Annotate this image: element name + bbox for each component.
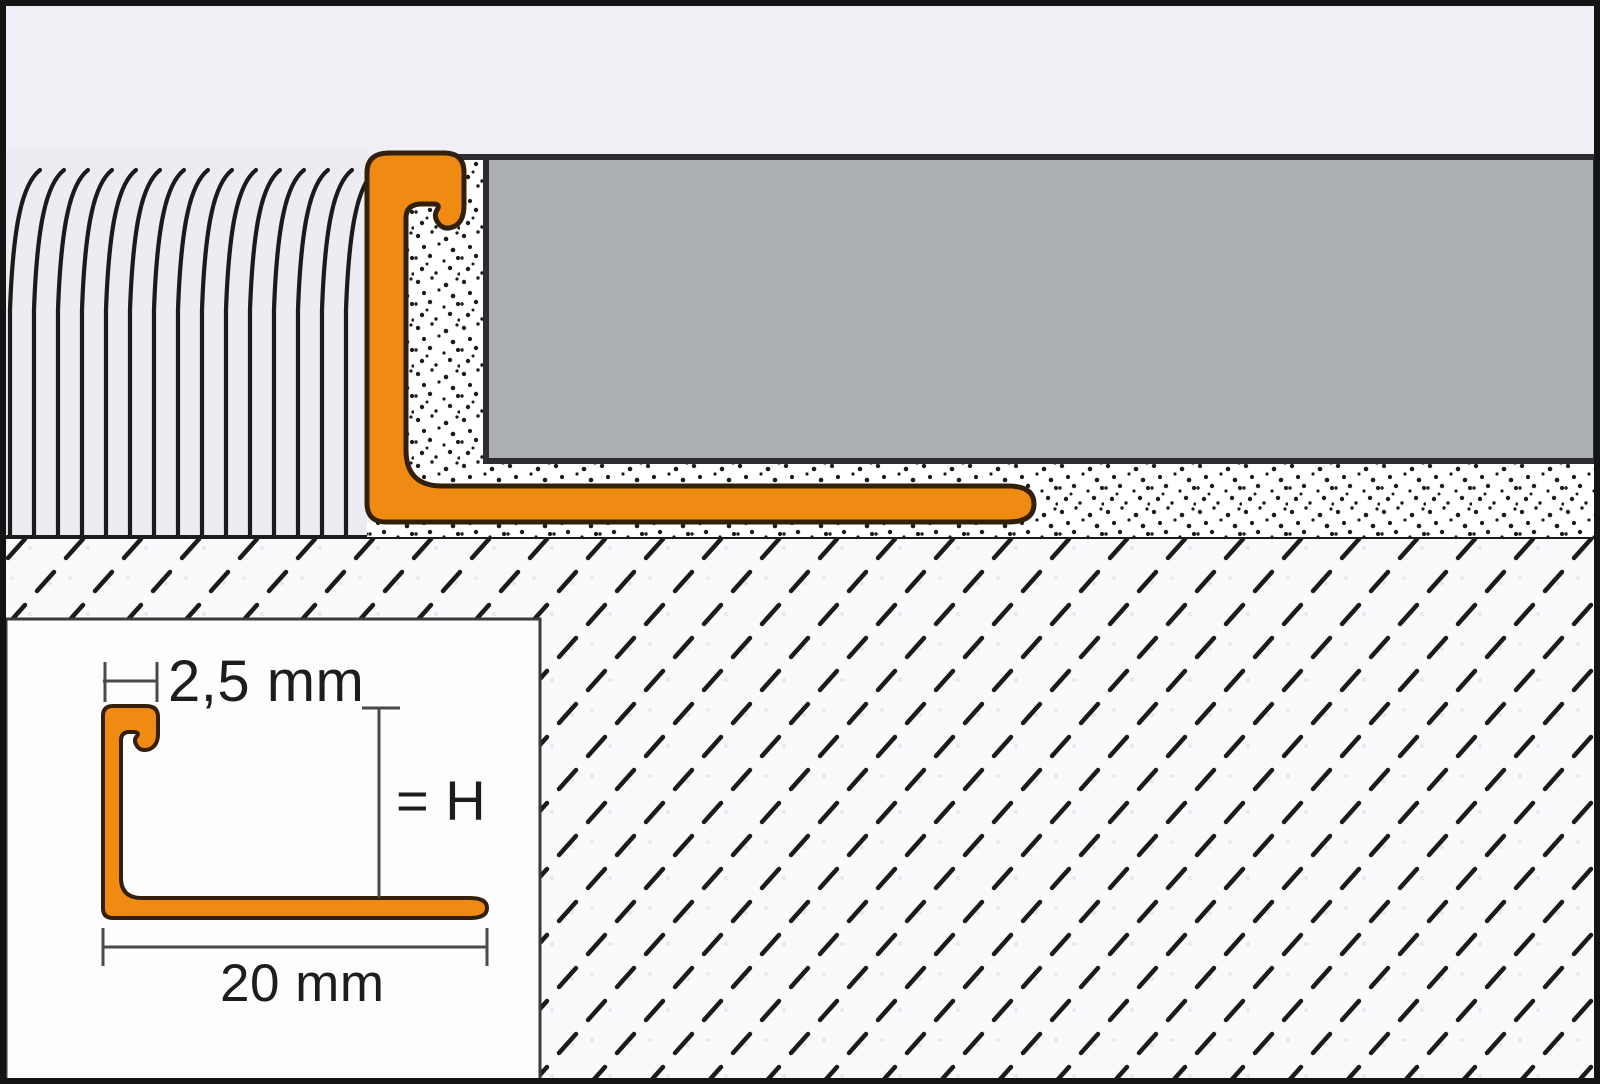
dim-base-width-line	[101, 928, 489, 966]
dim-top-width-line	[103, 662, 159, 702]
inset-panel: 2,5 mm = H 20 mm	[4, 617, 542, 1082]
tile	[483, 154, 1599, 464]
wall-adhesive-ridges	[7, 167, 379, 538]
profile-cross-section	[364, 150, 1037, 525]
dim-height-line	[362, 706, 400, 898]
dim-height-label: = H	[396, 769, 486, 832]
dim-top-width-label: 2,5 mm	[168, 649, 364, 714]
dim-base-width-label: 20 mm	[220, 954, 384, 1013]
inset-profile	[101, 704, 489, 920]
